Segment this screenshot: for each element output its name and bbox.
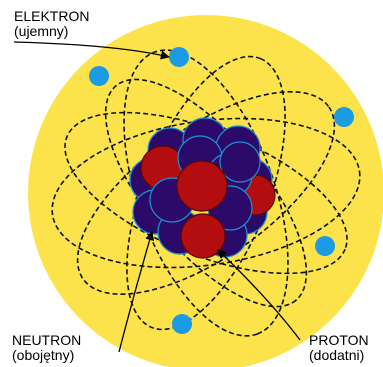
label-pointers <box>13 41 301 353</box>
electron-label-charge: (ujemny) <box>14 23 69 39</box>
neutron-label-name: NEUTRON <box>12 332 82 348</box>
electrons <box>89 47 354 334</box>
electron <box>172 314 192 334</box>
electron-label-name: ELEKTRON <box>14 8 90 24</box>
proton <box>176 160 228 212</box>
neutron-pointer-arrow <box>118 231 155 353</box>
proton-label-name: PROTON <box>309 332 369 348</box>
electron <box>169 47 189 67</box>
electron-pointer-arrow <box>13 41 170 60</box>
electron <box>315 236 335 256</box>
nucleus <box>129 117 276 259</box>
proton-label: PROTON (dodatni) <box>309 333 369 363</box>
neutron <box>219 141 261 183</box>
proton <box>180 213 226 259</box>
electron <box>89 66 109 86</box>
proton-label-charge: (dodatni) <box>309 347 365 363</box>
orbit-3 <box>76 91 336 295</box>
proton-pointer-arrow <box>217 249 301 341</box>
electron-label: ELEKTRON (ujemny) <box>14 9 89 39</box>
neutron-label-charge: (obojętny) <box>12 347 75 363</box>
neutron-label: NEUTRON (obojętny) <box>12 333 81 363</box>
electron <box>334 107 354 127</box>
